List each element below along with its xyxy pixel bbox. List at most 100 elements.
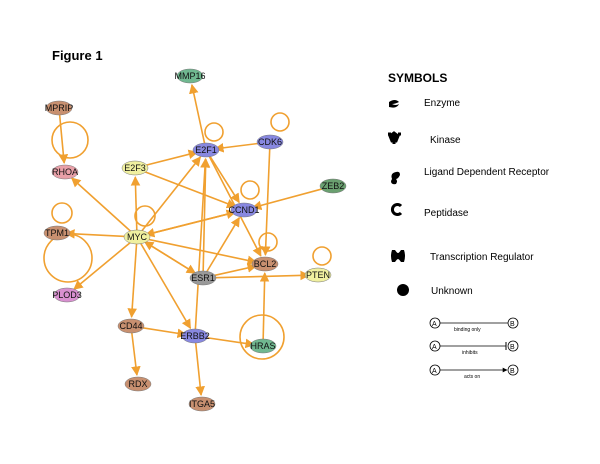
node-mprip[interactable]: MPRIP [45, 100, 74, 116]
node-shape [230, 202, 258, 218]
node-label: ERBB2 [180, 331, 210, 341]
node-shape [43, 225, 71, 241]
node-shape [256, 134, 284, 150]
ligand-dependent-receptor-icon [391, 171, 400, 185]
node-label: PLOD3 [52, 290, 82, 300]
node-label: TPM1 [45, 228, 69, 238]
edge-cdk6-bcl2 [260, 148, 271, 256]
node-shape [121, 160, 149, 176]
node-e2f3[interactable]: E2F3 [121, 160, 149, 176]
edge-e2f3-ccnd1 [141, 169, 237, 209]
node-shape [124, 376, 152, 392]
self-loop-plod3 [43, 233, 93, 283]
node-bcl2[interactable]: BCL2 [251, 256, 279, 272]
edges [58, 83, 327, 397]
node-myc[interactable]: MYC [123, 229, 151, 245]
node-rdx[interactable]: RDX [124, 376, 152, 392]
node-itga5[interactable]: ITGA5 [188, 396, 216, 412]
node-label: CDK6 [258, 137, 282, 147]
edge-esr1-myc [143, 241, 198, 275]
edge-esr1-ccnd1 [205, 216, 241, 273]
legend-label-enzyme: Enzyme [424, 98, 461, 109]
node-e2f1[interactable]: E2F1 [192, 142, 220, 158]
edge-myc-cd44 [127, 243, 138, 318]
relation-inhibits: A B inhibits [429, 340, 519, 356]
node-shape [192, 142, 220, 158]
svg-text:A: A [432, 344, 437, 351]
node-label: ZEB2 [322, 181, 345, 191]
unknown-icon [397, 284, 409, 296]
relation-label-inhibits: inhibits [462, 350, 478, 356]
node-label: RDX [128, 379, 147, 389]
self-loop-mprip [51, 121, 89, 159]
node-shape [304, 267, 332, 283]
node-shape [189, 270, 217, 286]
node-rhoa[interactable]: RHOA [51, 164, 79, 180]
node-shape [251, 256, 279, 272]
enzyme-icon [389, 100, 399, 108]
node-shape [123, 229, 151, 245]
node-label: ESR1 [191, 273, 215, 283]
node-erbb2[interactable]: ERBB2 [180, 328, 210, 344]
node-cd44[interactable]: CD44 [117, 318, 145, 334]
node-label: BCL2 [254, 259, 277, 269]
legend-label-peptidase: Peptidase [424, 208, 469, 219]
edge-myc-rhoa [70, 177, 133, 233]
legend-label-transcription: Transcription Regulator [430, 252, 534, 263]
self-loop-e2f1 [204, 122, 224, 142]
node-mmp16[interactable]: MMP16 [174, 68, 206, 84]
node-plod3[interactable]: PLOD3 [52, 287, 82, 303]
node-pten[interactable]: PTEN [304, 267, 332, 283]
relation-label-binding-only: binding only [454, 327, 481, 333]
edge-myc-plod3 [73, 240, 133, 290]
node-label: HRAS [250, 341, 275, 351]
node-shape [319, 178, 347, 194]
edge-erbb2-hras [201, 336, 256, 349]
node-label: MYC [127, 232, 148, 242]
self-loop-bcl2 [258, 232, 278, 252]
node-shape [51, 164, 79, 180]
node-hras[interactable]: HRAS [249, 338, 277, 354]
relation-acts-on: A B acts on [429, 364, 519, 380]
node-label: MPRIP [45, 103, 74, 113]
self-loop-myc [134, 205, 156, 227]
self-loop-cdk6 [270, 112, 290, 132]
legend-label-unknown: Unknown [431, 286, 473, 297]
node-shape [53, 287, 81, 303]
legend-label-ldr: Ligand Dependent Receptor [424, 167, 550, 178]
node-label: ITGA5 [189, 399, 215, 409]
node-label: MMP16 [174, 71, 205, 81]
edge-cdk6-e2f1 [213, 142, 264, 153]
svg-text:B: B [510, 368, 515, 375]
legend-label-kinase: Kinase [430, 135, 461, 146]
node-shape [188, 396, 216, 412]
node-zeb2[interactable]: ZEB2 [319, 178, 347, 194]
edge-esr1-bcl2 [209, 263, 258, 278]
node-label: E2F1 [195, 145, 217, 155]
node-esr1[interactable]: ESR1 [189, 270, 217, 286]
svg-text:A: A [432, 321, 437, 328]
edge-myc-e2f3 [130, 176, 141, 231]
relation-label-acts-on: acts on [464, 374, 480, 380]
edge-erbb2-itga5 [194, 342, 205, 397]
edge-ccnd1-myc [144, 210, 238, 238]
edge-zeb2-ccnd1 [251, 187, 327, 211]
self-loop-pten [312, 246, 332, 266]
edge-e2f3-e2f1 [141, 149, 199, 168]
node-shape [249, 338, 277, 354]
edge-mprip-rhoa [58, 114, 69, 164]
node-shape [181, 328, 209, 344]
edge-hras-bcl2 [259, 272, 270, 340]
node-shape [117, 318, 145, 334]
node-ccnd1[interactable]: CCND1 [228, 202, 260, 218]
node-label: E2F3 [124, 163, 146, 173]
node-cdk6[interactable]: CDK6 [256, 134, 284, 150]
legend: SYMBOLS Enzyme Kinase Ligand Dependent R… [388, 71, 550, 380]
self-loop-ccnd1 [240, 180, 260, 200]
relation-binding-only: A B binding only [429, 317, 519, 333]
node-tpm1[interactable]: TPM1 [43, 225, 71, 241]
edge-erbb2-e2f1 [194, 158, 210, 330]
edge-e2f1-mmp16 [189, 83, 206, 144]
